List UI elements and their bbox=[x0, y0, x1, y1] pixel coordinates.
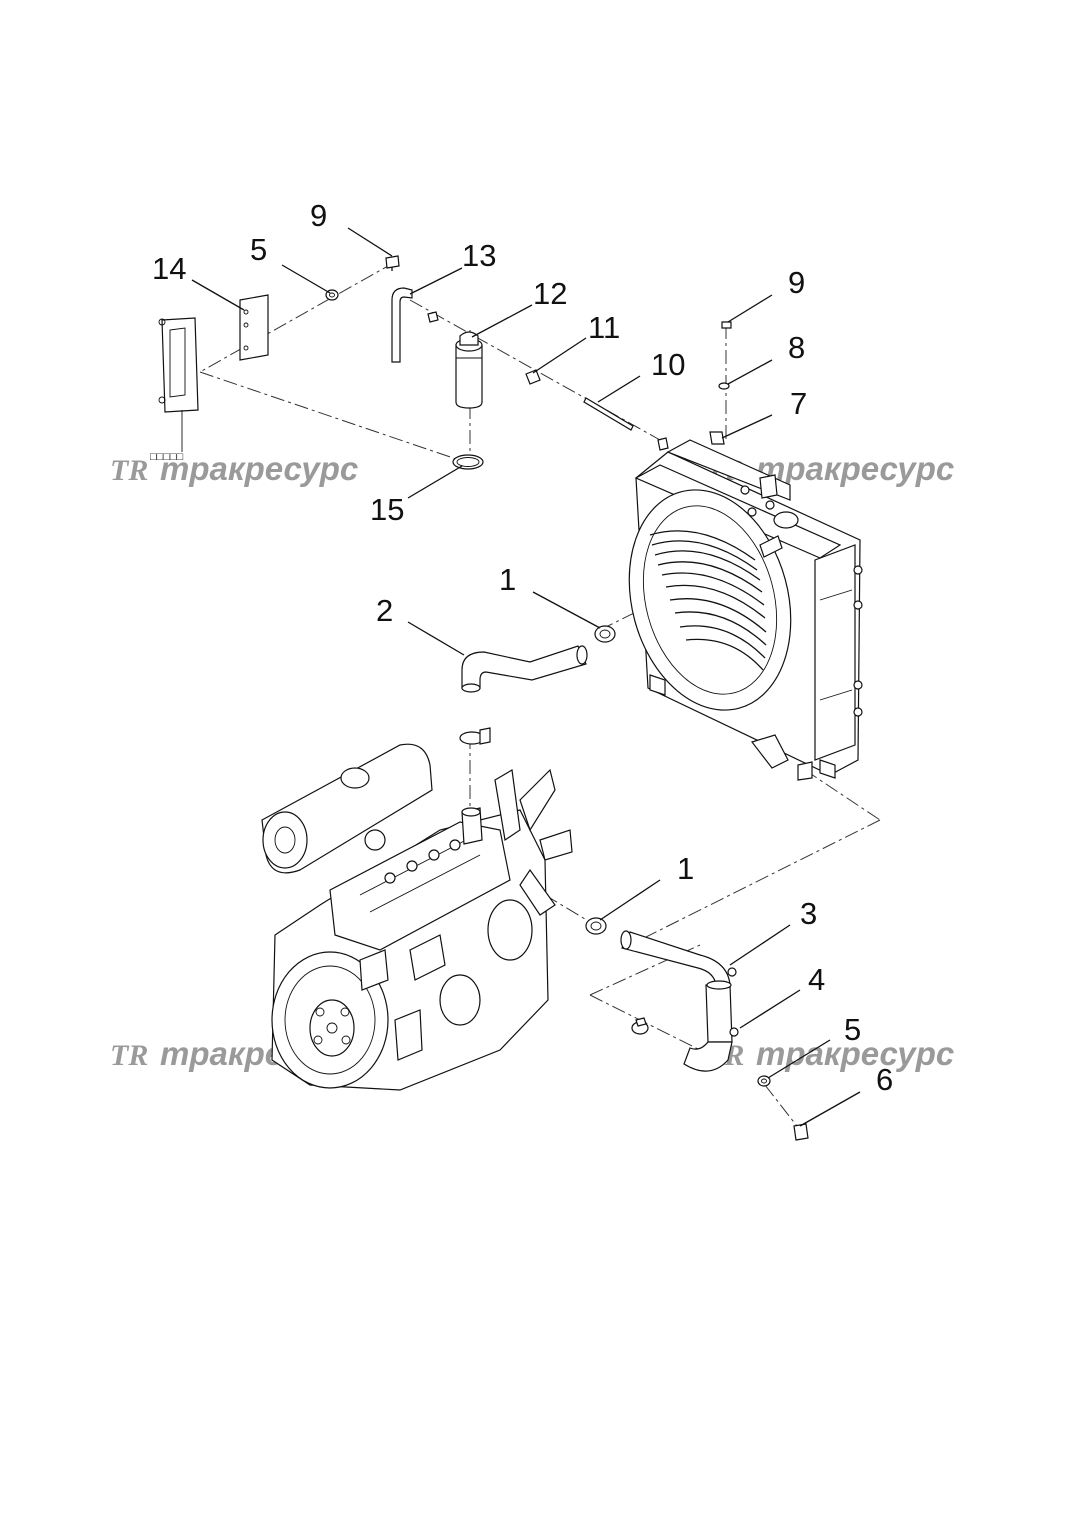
callout-7: 7 bbox=[790, 386, 807, 421]
callout-12: 12 bbox=[533, 276, 567, 311]
hose-part-3[interactable] bbox=[620, 930, 737, 1072]
callout-1-upper: 1 bbox=[499, 562, 516, 597]
clamp-part-11[interactable] bbox=[525, 369, 541, 385]
radiator-assembly[interactable] bbox=[606, 437, 863, 781]
clamp-part-1-bottom[interactable] bbox=[631, 1017, 649, 1035]
watermark-logo: TR bbox=[110, 454, 148, 487]
watermark-text: тракресурс bbox=[160, 450, 358, 487]
watermark-top-left: TR тракресурс bbox=[110, 450, 358, 487]
bolt-part-9-right[interactable] bbox=[721, 321, 732, 329]
reservoir-part-12[interactable] bbox=[455, 331, 483, 409]
callout-5-bottom: 5 bbox=[844, 1012, 861, 1047]
callout-2: 2 bbox=[376, 593, 393, 628]
engine-assembly[interactable] bbox=[261, 743, 573, 1091]
callout-10: 10 bbox=[651, 347, 685, 382]
stamp-text: □□□□□ bbox=[150, 451, 184, 463]
fan-grille bbox=[649, 530, 767, 671]
bolt-part-6[interactable] bbox=[793, 1123, 809, 1141]
clamp-part-1-lower[interactable] bbox=[585, 917, 607, 935]
callout-4: 4 bbox=[808, 962, 825, 997]
callout-13: 13 bbox=[462, 238, 496, 273]
watermark-top-right: TR тракресурс bbox=[706, 450, 954, 487]
hose-part-13[interactable] bbox=[391, 287, 439, 363]
leader-lines bbox=[191, 227, 861, 1127]
callout-1-lower: 1 bbox=[677, 851, 694, 886]
bolt-part-9-top[interactable] bbox=[385, 255, 400, 271]
watermark-logo: TR bbox=[110, 1039, 148, 1072]
clamp-part-1-upper[interactable] bbox=[594, 625, 616, 643]
clamp-part-1-middle[interactable] bbox=[459, 727, 491, 745]
washer-part-8[interactable] bbox=[718, 382, 730, 390]
callout-9-top: 9 bbox=[310, 198, 327, 233]
washer-part-5-top[interactable] bbox=[325, 289, 339, 301]
rod-part-10[interactable] bbox=[583, 397, 634, 431]
callout-6: 6 bbox=[876, 1062, 893, 1097]
washer-part-5-bottom[interactable] bbox=[757, 1075, 771, 1087]
fitting-part-7[interactable] bbox=[709, 431, 725, 445]
callout-labels: 9 5 14 13 12 11 10 9 8 7 15 1 2 1 3 4 5 … bbox=[152, 198, 893, 1097]
clamp-part-15[interactable] bbox=[452, 454, 484, 470]
callout-5-top: 5 bbox=[250, 232, 267, 267]
callout-14: 14 bbox=[152, 251, 186, 286]
bracket-part-14[interactable]: □□□□□ bbox=[150, 294, 269, 463]
callout-9-right: 9 bbox=[788, 265, 805, 300]
callout-15: 15 bbox=[370, 492, 404, 527]
hose-part-2[interactable] bbox=[461, 645, 588, 693]
callout-3: 3 bbox=[800, 896, 817, 931]
watermark-text: тракресурс bbox=[756, 450, 954, 487]
callout-11: 11 bbox=[588, 310, 620, 345]
callout-8: 8 bbox=[788, 330, 805, 365]
pipe-part-4[interactable] bbox=[729, 1027, 739, 1037]
